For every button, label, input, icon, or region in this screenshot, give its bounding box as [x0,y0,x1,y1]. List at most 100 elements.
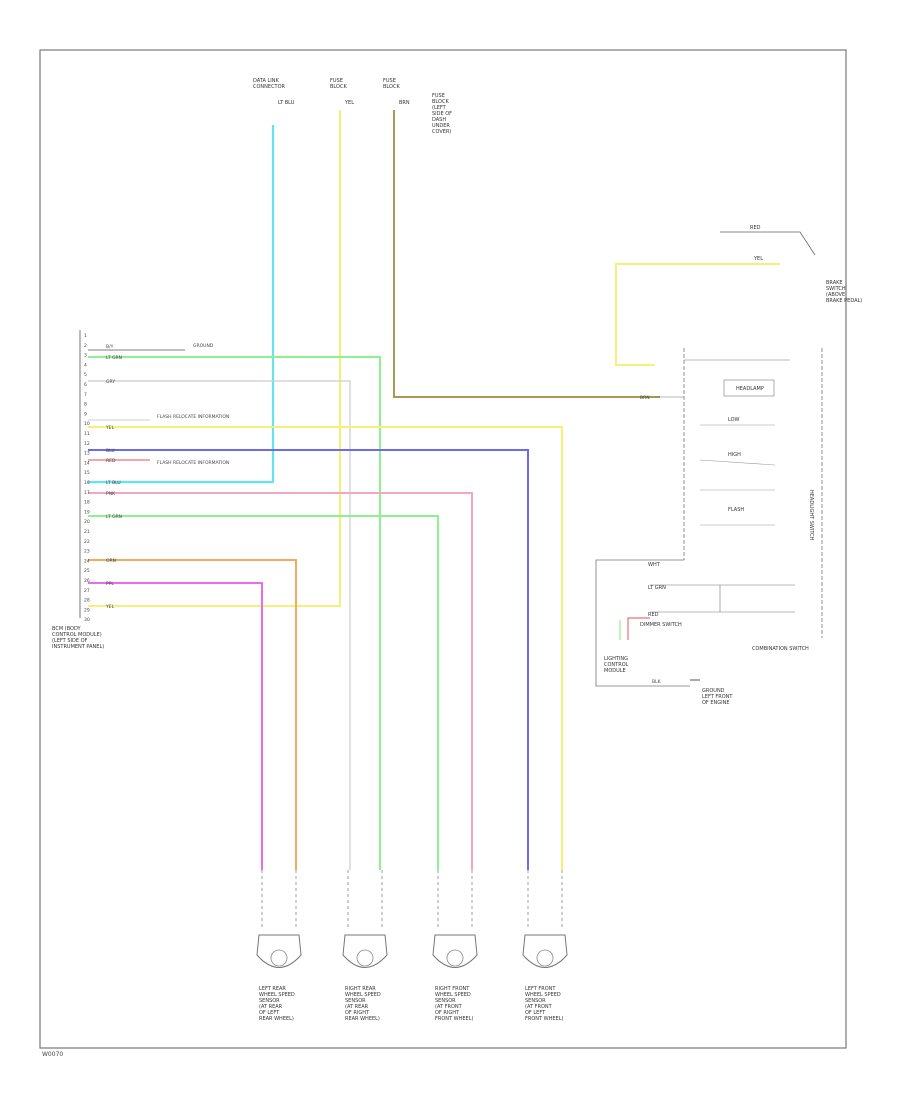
connector-pin: 5 [84,372,87,378]
connector-pin: 3 [84,353,87,359]
combo-switch-label: COMBINATION SWITCH [752,646,809,652]
wire-blk-brake [720,231,816,256]
wire-yel-fuse [88,110,341,607]
ref-ground: GROUND [193,343,214,349]
sensor-label-line: OF RIGHT [435,1010,460,1016]
connector-pin: 1 [84,333,87,339]
sensor-label-line: (AT REAR [259,1004,283,1010]
connector-pin: 18 [84,500,90,506]
connector-pin: 25 [84,568,90,574]
wire-code-3: GRY [106,379,115,385]
connector-pin: 2 [84,343,87,349]
fuse-note-4: SIDE OF [432,111,452,117]
combo-side-label: HEADLIGHT SWITCH [808,490,814,541]
sensor-label-line: (AT REAR [345,1004,369,1010]
wire-lt-blu [88,125,275,484]
wire-code-13: BRN [640,395,650,401]
connector-pin: 11 [84,431,90,437]
sensor-label-line: SENSOR [435,998,456,1004]
sensor-label-line: SENSOR [259,998,280,1004]
fuse-note-3: (LEFT [432,105,447,111]
sensor-label-line: FRONT WHEEL) [435,1016,473,1022]
brake-switch-label-4: BRAKE PEDAL) [826,298,862,304]
connector-pin: 22 [84,539,90,545]
brake-switch-label-3: (ABOVE [826,292,845,298]
connector-pin: 30 [84,617,90,623]
wire-code-7: LT BLU [106,480,121,486]
wire-ppl [88,582,263,870]
inset-label-2: CONTROL [604,662,629,668]
brake-switch-label-2: SWITCH [826,286,846,292]
source-label-fuse1-1: FUSE [330,78,343,84]
connector-pin: 10 [84,421,90,427]
source-label-fuse1-2: BLOCK [330,84,347,90]
sensor-label-line: WHEEL SPEED [435,992,471,998]
wire-code-5: BLU [106,448,115,454]
connector-pin: 24 [84,558,90,564]
module-label-1: BCM (BODY [52,626,82,632]
fuse-note-6: UNDER [432,123,450,129]
brake-switch-label-1: BRAKE [826,280,843,286]
wire-yel-sensor [88,426,563,870]
sensor-label-line: SENSOR [345,998,366,1004]
wire-code-2: LT GRN [106,355,122,361]
ref-flash-2: FLASH RELOCATE INFORMATION [157,460,229,466]
diagram-frame [39,49,847,1049]
combination-switch [655,348,823,638]
wire-blu [88,449,529,870]
wire-lt-grn-a [88,356,381,870]
fuse-note-5: DASH [432,117,446,123]
ground-label-1: GROUND [702,688,725,694]
connector-pin: 8 [84,402,87,408]
sensor-label-line: SENSOR [525,998,546,1004]
module-label-2: CONTROL MODULE) [52,632,102,638]
source-wire-fuse2: BRN [399,100,410,106]
combo-item-headlamp: HEADLAMP [736,386,764,392]
sensor-label-line: (AT FRONT [525,1004,553,1010]
sensor-label-line: WHEEL SPEED [259,992,295,998]
source-label-fuse2-2: BLOCK [383,84,400,90]
wire-orn [88,559,297,870]
ref-flash-1: FLASH RELOCATE INFORMATION [157,414,229,420]
wire-code-6: RED [106,458,116,464]
source-wire-fuse1: YEL [344,100,354,106]
connector-pin-group: 1234567891011121314151617181920212223242… [84,333,90,623]
inset-note: DIMMER SWITCH [640,622,682,628]
sensor-label-line: (AT FRONT [435,1004,463,1010]
sensor-label-line: LEFT REAR [259,986,286,992]
combo-item-low: LOW [728,417,740,423]
fuse-note-1: FUSE [432,93,445,99]
ground-label-2: LEFT FRONT [702,694,733,700]
sensor-label-line: WHEEL SPEED [345,992,381,998]
connector-pin: 17 [84,490,90,496]
brake-switch-wire-out: RED [750,225,761,231]
sensor-label-line: WHEEL SPEED [525,992,561,998]
connector-pin: 15 [84,470,90,476]
wire-code-9: LT GRN [106,514,122,520]
connector-pin: 13 [84,451,90,457]
sensor-label-line: OF LEFT [525,1010,546,1016]
sensor-label-line: FRONT WHEEL) [525,1016,563,1022]
wire-code-4: YEL [105,425,115,431]
connector-pin: 21 [84,529,90,535]
connector-pin: 19 [84,509,90,515]
connector-pin: 7 [84,392,87,398]
connector-pin: 16 [84,480,90,486]
source-label-fuse2-1: FUSE [383,78,396,84]
wire-gry [88,380,351,870]
connector-pin: 12 [84,441,90,447]
combo-item-high: HIGH [728,452,741,458]
connector-pin: 4 [84,362,87,368]
module-label-4: INSTRUMENT PANEL) [52,644,104,650]
source-label-dlc-2: CONNECTOR [253,84,286,90]
connector-pin: 28 [84,598,90,604]
ground-label-3: OF ENGINE [702,700,730,706]
inset-label-1: LIGHTING [604,656,628,662]
inset-wire-low: RED [648,612,659,618]
